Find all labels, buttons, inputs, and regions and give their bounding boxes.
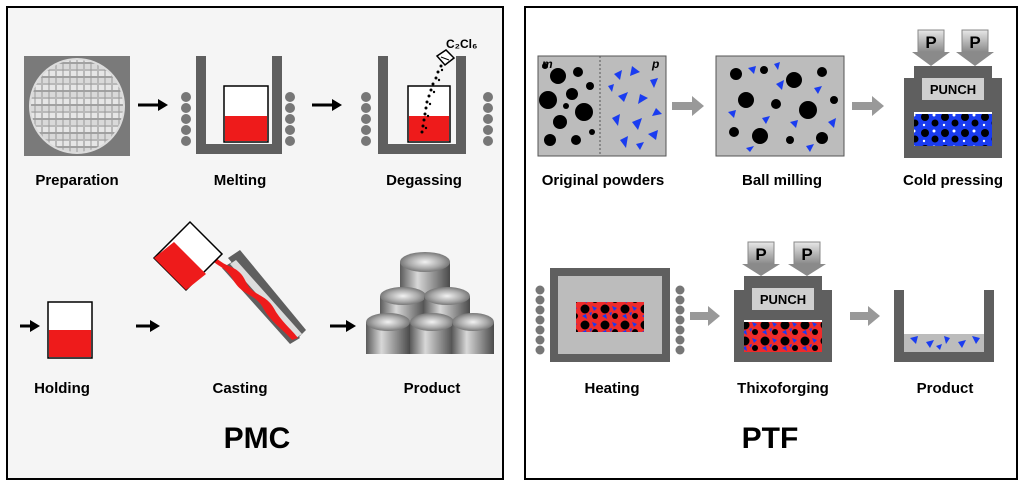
pressure-label: P bbox=[801, 245, 812, 264]
arrow-icon bbox=[690, 306, 720, 326]
step-label-heating: Heating bbox=[584, 380, 640, 397]
step-label-holding: Holding bbox=[34, 380, 90, 397]
arrow-icon bbox=[138, 99, 168, 111]
pressure-arrow-icon bbox=[912, 29, 994, 66]
step-label-preparation: Preparation bbox=[35, 172, 119, 189]
arrow-icon bbox=[672, 96, 704, 116]
step-label-cold-pressing: Cold pressing bbox=[902, 172, 1004, 189]
pressure-arrow-icon bbox=[742, 241, 826, 276]
ptf-title: PTF bbox=[741, 422, 799, 455]
particle-label: p bbox=[651, 57, 659, 71]
heating-furnace-icon bbox=[535, 268, 685, 362]
step-label-product: Product bbox=[403, 380, 461, 397]
holding-crucible-icon bbox=[47, 301, 93, 359]
ptf-product-container-icon bbox=[894, 290, 994, 362]
arrow-icon bbox=[20, 320, 40, 332]
arrow-icon bbox=[852, 96, 884, 116]
arrow-icon bbox=[850, 306, 880, 326]
punch-label: PUNCH bbox=[930, 82, 976, 97]
arrow-icon bbox=[136, 320, 160, 332]
melting-furnace-icon bbox=[181, 56, 295, 154]
arrow-icon bbox=[330, 320, 356, 332]
pressure-label: P bbox=[755, 245, 766, 264]
thixoforging-die-icon bbox=[734, 276, 832, 362]
step-label-melting: Melting bbox=[213, 172, 267, 189]
preparation-mesh-image bbox=[24, 56, 130, 156]
step-label-ptf-product: Product bbox=[916, 380, 974, 397]
degas-agent-label: C₂Cl₆ bbox=[446, 37, 477, 51]
matrix-label: m bbox=[542, 57, 553, 71]
product-ingots-image bbox=[366, 252, 494, 354]
step-label-thixoforging: Thixoforging bbox=[737, 380, 829, 397]
pressure-label: P bbox=[969, 33, 980, 52]
step-label-casting: Casting bbox=[212, 380, 268, 397]
punch-label: PUNCH bbox=[760, 292, 806, 307]
degassing-furnace-icon bbox=[361, 49, 493, 154]
original-powders-image bbox=[537, 55, 667, 157]
step-label-original-powders: Original powders bbox=[541, 172, 665, 189]
step-label-degassing: Degassing bbox=[386, 172, 462, 189]
cold-press-die-icon bbox=[904, 66, 1002, 158]
ball-milling-image bbox=[715, 55, 845, 157]
casting-mould-icon bbox=[152, 220, 306, 344]
pmc-title: PMC bbox=[223, 422, 291, 455]
step-label-ball-milling: Ball milling bbox=[741, 172, 823, 189]
arrow-icon bbox=[312, 99, 342, 111]
pressure-label: P bbox=[925, 33, 936, 52]
